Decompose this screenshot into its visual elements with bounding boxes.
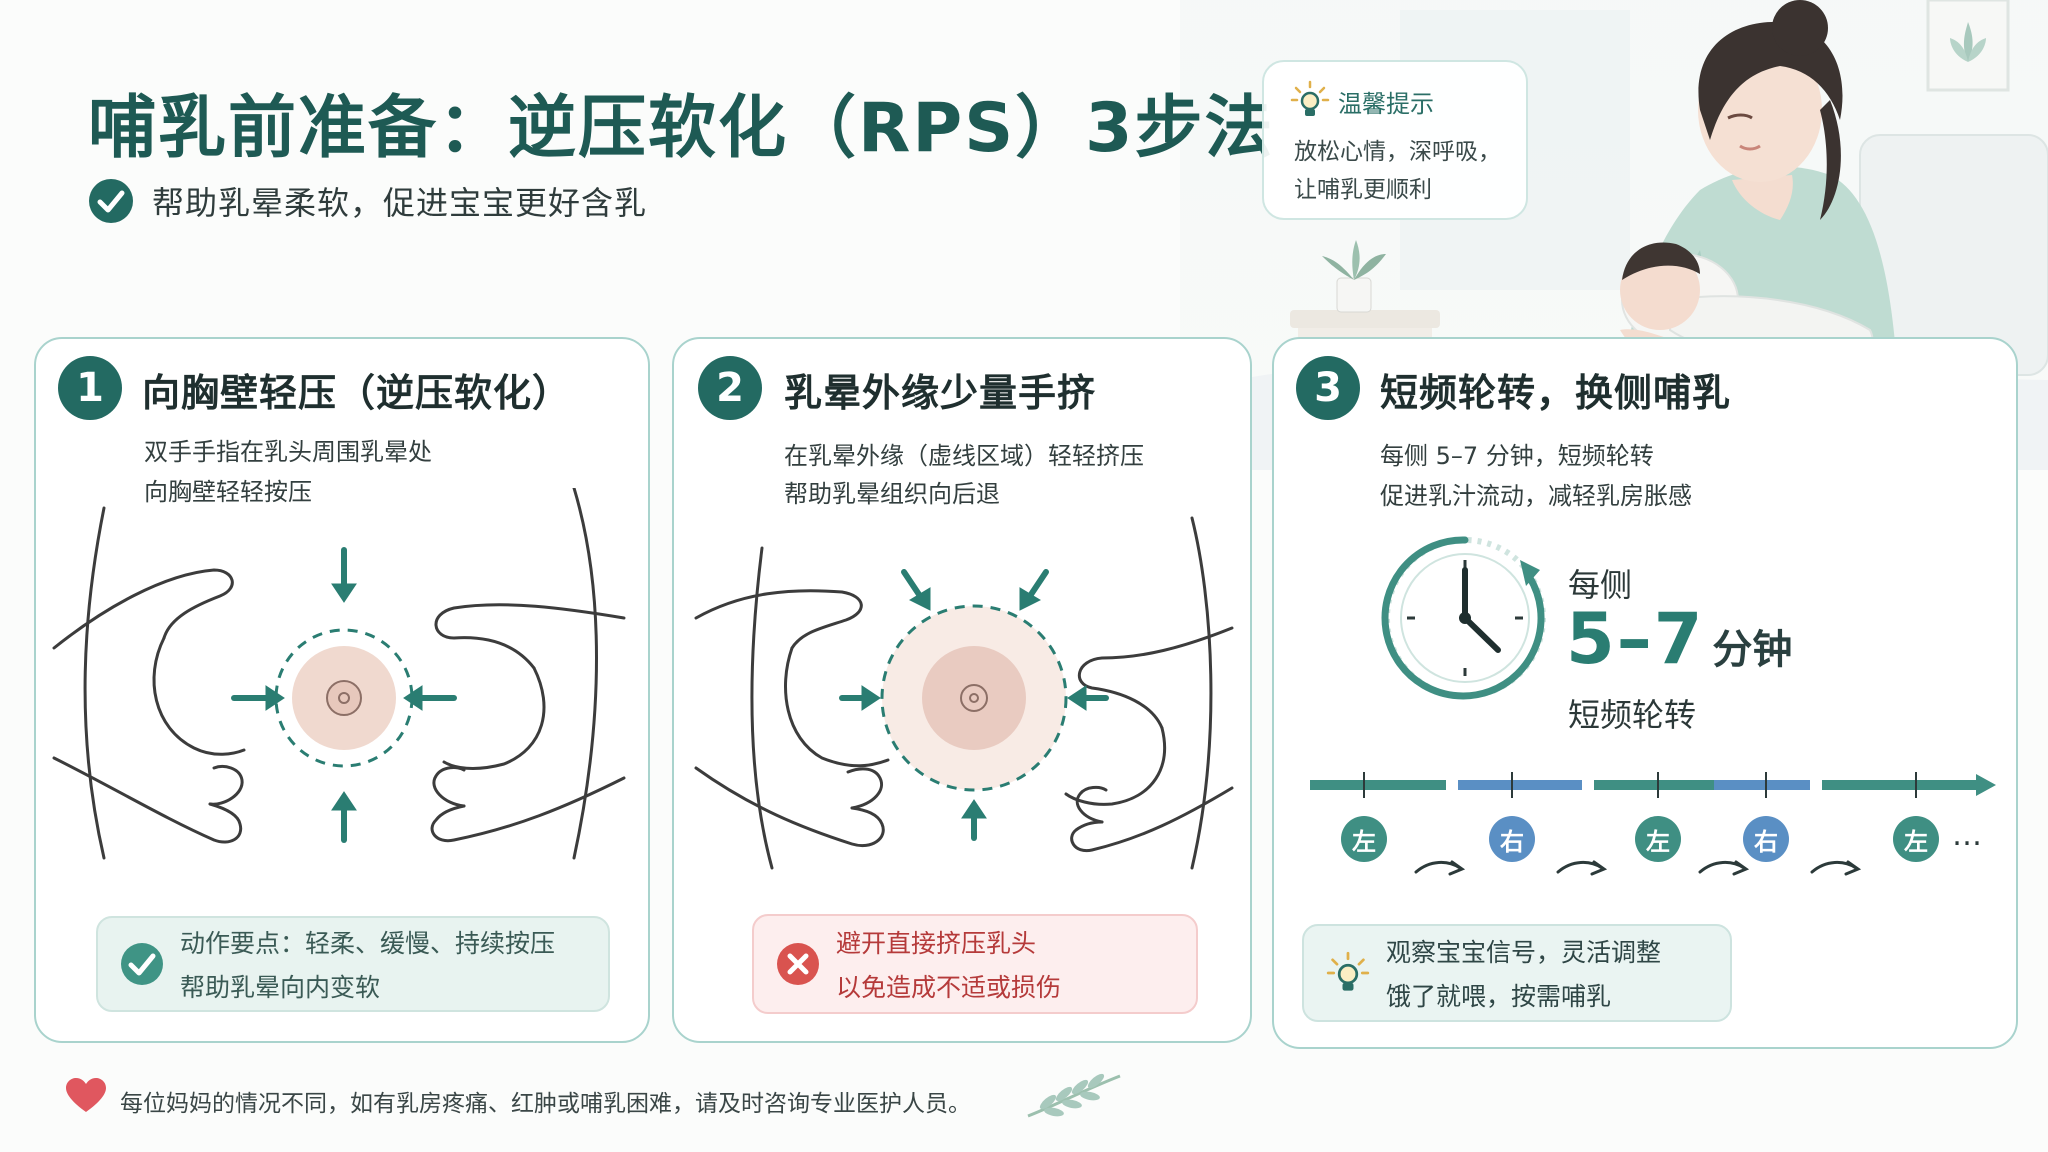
step-2-note-line-1: 避开直接挤压乳头 [836, 929, 1037, 958]
step-desc-3-line-1: 每侧 5–7 分钟，短频轮转 [1380, 442, 1654, 470]
tip-title: 温馨提示 [1338, 90, 1434, 118]
step-desc-1-line-2: 向胸壁轻轻按压 [144, 478, 312, 506]
step-1-note-line-2: 帮助乳晕向内变软 [180, 973, 381, 1002]
timeline-side-right-1: 右 [1489, 816, 1535, 862]
clock-icon [1381, 536, 1546, 700]
step-2-note: 避开直接挤压乳头 以免造成不适或损伤 [752, 914, 1198, 1014]
subtitle-row: 帮助乳晕柔软，促进宝宝更好含乳 [88, 178, 647, 224]
timeline-side-left-2: 左 [1635, 816, 1681, 862]
check-circle-icon [121, 943, 163, 985]
tip-line-2: 让哺乳更顺利 [1294, 177, 1432, 203]
step-desc-2-line-1: 在乳晕外缘（虚线区域）轻轻挤压 [784, 442, 1144, 470]
timeline-side-left-1: 左 [1341, 816, 1387, 862]
timer-value-row: 5–7 分钟 [1566, 598, 1792, 680]
page-title: 哺乳前准备：逆压软化（RPS）3步法 [88, 89, 1275, 168]
step-1-note-line-1: 动作要点：轻柔、缓慢、持续按压 [180, 929, 556, 958]
step-3-note-line-2: 饿了就喂，按需哺乳 [1386, 982, 1612, 1011]
lightbulb-icon [1290, 80, 1330, 116]
step-number-badge-3: 3 [1296, 356, 1360, 420]
timer-label: 每侧 [1568, 566, 1633, 604]
step-number-badge-2: 2 [698, 356, 762, 420]
step-title-2: 乳晕外缘少量手挤 [784, 371, 1097, 415]
check-circle-icon [89, 179, 133, 223]
side-timeline [1310, 772, 1996, 876]
timeline-more: … [1952, 818, 1982, 853]
lightbulb-icon [1326, 951, 1370, 991]
step-desc-2-line-2: 帮助乳晕组织向后退 [784, 480, 1000, 508]
cross-circle-icon [777, 943, 819, 985]
step-title-1: 向胸壁轻压（逆压软化） [142, 371, 572, 415]
footer-disclaimer: 每位妈妈的情况不同，如有乳房疼痛、红肿或哺乳困难，请及时咨询专业医护人员。 [120, 1091, 971, 1117]
step-2-note-line-2: 以免造成不适或损伤 [836, 973, 1062, 1002]
step-3-note-line-1: 观察宝宝信号，灵活调整 [1386, 938, 1662, 967]
page-subtitle: 帮助乳晕柔软，促进宝宝更好含乳 [152, 184, 648, 222]
tip-box: 温馨提示 放松心情，深呼吸， 让哺乳更顺利 [1262, 60, 1528, 220]
heart-icon [66, 1078, 106, 1112]
step-number-badge-1: 1 [58, 356, 122, 420]
step-1-illustration [52, 488, 626, 860]
step-title-3: 短频轮转，换侧哺乳 [1380, 371, 1732, 415]
step-desc-3-line-2: 促进乳汁流动，减轻乳房胀感 [1380, 482, 1692, 510]
step-3-note: 观察宝宝信号，灵活调整 饿了就喂，按需哺乳 [1302, 924, 1732, 1022]
tip-line-1: 放松心情，深呼吸， [1294, 139, 1501, 165]
step-2-illustration [694, 516, 1234, 870]
step-1-note: 动作要点：轻柔、缓慢、持续按压 帮助乳晕向内变软 [96, 916, 610, 1012]
timer-caption: 短频轮转 [1568, 696, 1697, 734]
timeline-side-left-3: 左 [1893, 816, 1939, 862]
timer-unit: 分钟 [1712, 627, 1793, 673]
leaf-sprig-icon [1027, 1073, 1121, 1118]
timeline-side-right-2: 右 [1743, 816, 1789, 862]
step-desc-1-line-1: 双手手指在乳头周围乳晕处 [144, 438, 432, 466]
timer-value: 5–7 [1566, 598, 1705, 680]
